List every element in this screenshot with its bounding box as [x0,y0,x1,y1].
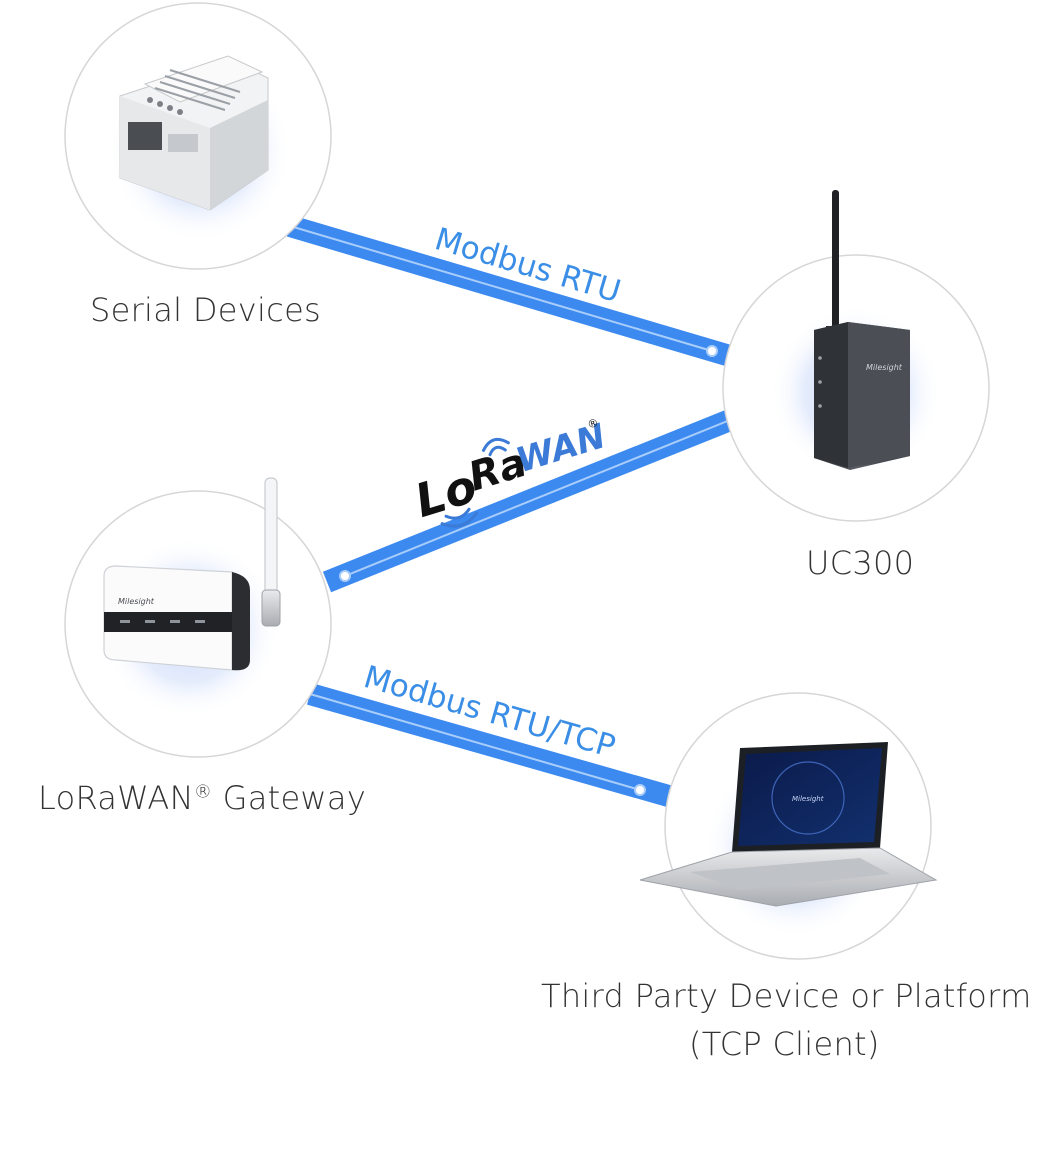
plc-device-icon [119,55,269,211]
signal-waves-icon [440,437,510,528]
label-lorawan-gateway-rest: Gateway [212,779,367,817]
gateway-antenna-icon [264,477,278,609]
link-endpoint-dot [706,345,718,357]
node-serial-devices [64,2,332,270]
node-uc300: Milesight [722,190,990,522]
laptop-screen-brand: Milesight [792,795,824,803]
gateway-device-icon: Milesight [103,477,281,671]
gateway-brand-mark: Milesight [118,597,155,606]
uc300-device-icon: Milesight [814,190,910,470]
link-gateway-to-third-party [306,683,676,808]
label-serial-devices: Serial Devices [90,291,322,329]
link-gateway-to-uc300 [322,409,735,593]
label-third-party-line1: Third Party Device or Platform [541,977,1032,1015]
link-serial-to-uc300 [286,215,734,367]
label-lorawan-gateway-reg: ® [193,781,213,803]
label-uc300: UC300 [806,544,915,582]
laptop-icon: Milesight [639,742,938,907]
antenna-icon [832,190,839,330]
node-third-party-device: Milesight [639,692,938,960]
node-lorawan-gateway: Milesight [64,477,332,758]
lorawan-logo-reg: ® [586,416,600,432]
uc300-brand-mark: Milesight [866,363,903,372]
label-lorawan-gateway: LoRaWAN® Gateway [38,776,366,821]
link-endpoint-dot [339,570,351,582]
label-third-party-line2: (TCP Client) [689,1025,880,1063]
label-lorawan-gateway-main: LoRaWAN [38,779,194,817]
link-endpoint-dot [634,784,646,796]
